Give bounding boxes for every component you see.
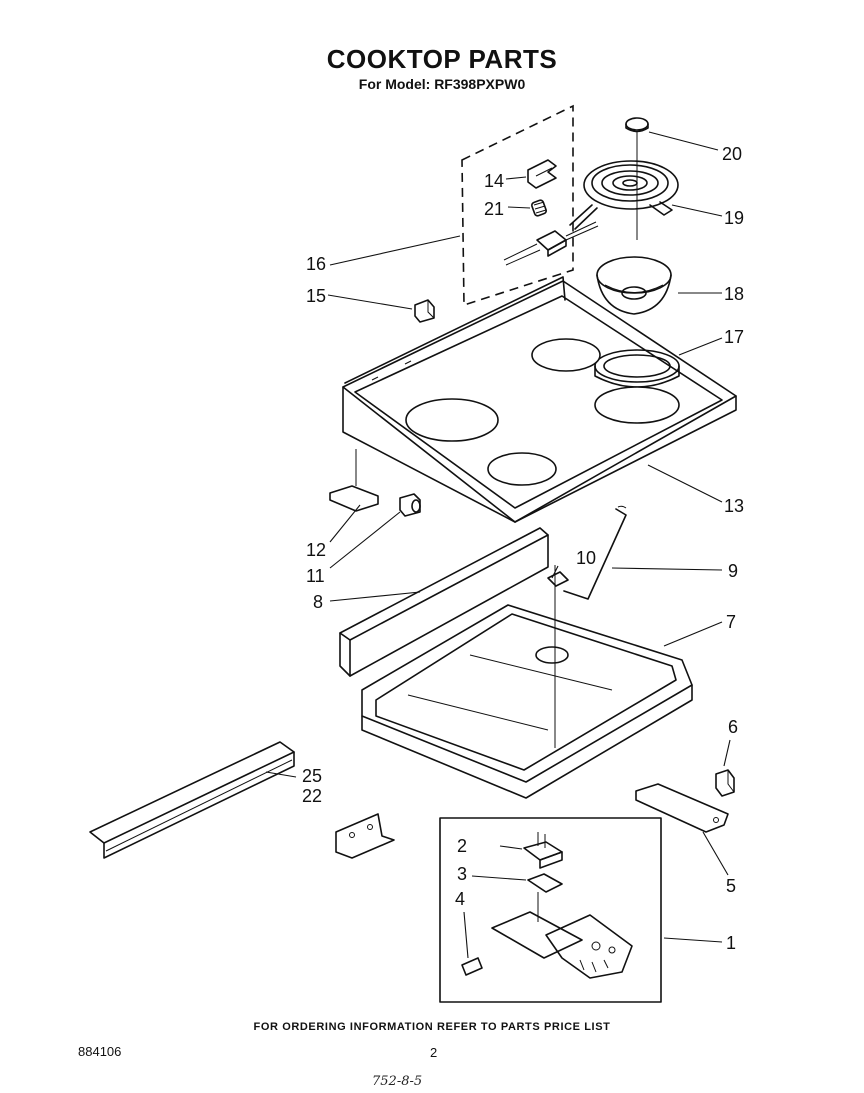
callout-18: 18: [724, 284, 744, 304]
ordering-note: FOR ORDERING INFORMATION REFER TO PARTS …: [253, 1021, 611, 1033]
callout-labels: 20 19 18 17 13 9 7 6 5 1 14 21 16 15 12 …: [302, 144, 744, 953]
handwritten-code: 752-8-5: [372, 1074, 423, 1089]
part-17-trim-ring: [594, 349, 680, 388]
part-14-terminal-clip: [527, 159, 557, 189]
callout-4: 4: [455, 889, 465, 909]
part-1-switch-body: [491, 911, 633, 979]
callout-leaders: [265, 131, 731, 959]
part-13-cooktop: [342, 276, 737, 523]
callout-2: 2: [457, 836, 467, 856]
callout-5: 5: [726, 876, 736, 896]
callout-17: 17: [724, 327, 744, 347]
model-line: For Model: RF398PXPW0: [358, 76, 526, 92]
part-18-drip-bowl: [596, 256, 672, 315]
callout-1: 1: [726, 933, 736, 953]
part-15-clip: [414, 299, 435, 323]
wiring-dashed-outline: [461, 104, 574, 307]
callout-11: 11: [306, 566, 325, 586]
callout-12: 12: [306, 540, 326, 560]
callout-10: 10: [576, 548, 596, 568]
callout-8: 8: [313, 592, 323, 612]
callout-15: 15: [306, 286, 326, 306]
document-number: 884106: [78, 1044, 122, 1059]
part-19-surface-element: [569, 132, 679, 240]
part-2-switch: [523, 832, 563, 869]
callout-25: 25: [302, 766, 322, 786]
callout-9: 9: [728, 561, 738, 581]
page-title: COOKTOP PARTS: [326, 44, 558, 74]
callout-20: 20: [722, 144, 742, 164]
part-12-bracket: [329, 449, 379, 512]
part-22-bracket: [335, 813, 395, 859]
part-20-element-cap: [625, 117, 649, 133]
part-4-label: [461, 957, 483, 976]
part-25-rail: [89, 741, 295, 859]
part-6-clip: [715, 769, 735, 797]
callout-21: 21: [484, 199, 504, 219]
callout-3: 3: [457, 864, 467, 884]
part-11-bushing: [399, 493, 421, 517]
part-10-clip: [547, 565, 569, 748]
page-number: 2: [430, 1045, 438, 1060]
part-21-screw: [531, 199, 547, 217]
callout-13: 13: [724, 496, 744, 516]
switch-assembly-frame: [439, 817, 662, 1003]
callout-7: 7: [726, 612, 736, 632]
callout-14: 14: [484, 171, 504, 191]
part-8-shield: [339, 527, 549, 677]
callout-16: 16: [306, 254, 326, 274]
part-3-plate: [527, 873, 563, 922]
part-9-rod: [563, 505, 627, 600]
callout-19: 19: [724, 208, 744, 228]
callout-6: 6: [728, 717, 738, 737]
part-16-terminal-block: [503, 221, 599, 266]
part-7-burner-box: [361, 604, 693, 799]
callout-22: 22: [302, 786, 322, 806]
part-5-bracket: [635, 783, 729, 833]
